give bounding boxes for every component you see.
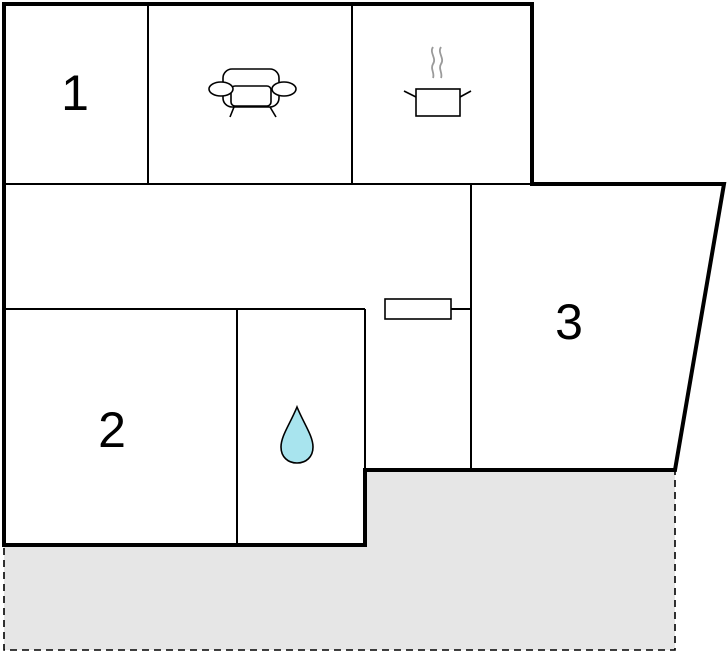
radiator-icon	[384, 298, 471, 320]
cooking-pot-icon	[403, 46, 472, 117]
terrace-area	[3, 469, 676, 651]
water-drop-icon	[280, 404, 314, 464]
room-label-2: 2	[98, 402, 126, 458]
outer-wall	[2, 2, 727, 547]
room-label-1: 1	[61, 65, 89, 121]
sofa-icon	[208, 68, 297, 118]
room-label-3: 3	[555, 294, 583, 350]
interior-walls	[4, 4, 532, 545]
